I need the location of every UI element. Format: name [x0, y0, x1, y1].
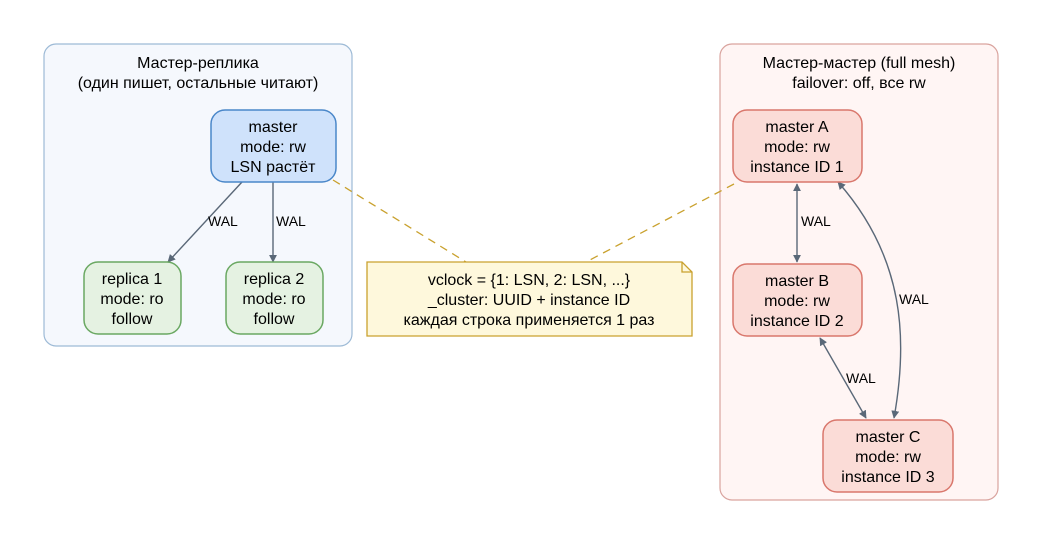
node-master-a-line1: master A: [765, 119, 828, 136]
node-replica-2-line1: replica 2: [244, 271, 305, 288]
vclock-note-fold: [681, 262, 692, 273]
node-master-b-line2: mode: rw: [764, 293, 830, 310]
edge-masterA-masterC: [837, 181, 902, 419]
cluster-master-replica-title-line2: (один пишет, остальные читают): [78, 75, 319, 92]
node-master-line3: LSN растёт: [231, 159, 317, 176]
node-master-a-line3: instance ID 1: [750, 159, 843, 176]
edge-masterA-masterC-label: WAL: [899, 291, 929, 307]
node-replica-2-line2: mode: ro: [242, 291, 305, 308]
note-connector-right: [585, 183, 735, 263]
edge-master-replica1: [167, 181, 243, 263]
node-master-b: master B mode: rw instance ID 2: [732, 263, 863, 337]
edge-masterB-masterC: [819, 337, 867, 419]
node-master-c-line1: master C: [856, 429, 921, 446]
node-master: master mode: rw LSN растёт: [210, 109, 337, 183]
node-replica-1-line3: follow: [112, 311, 153, 328]
cluster-master-master-title-line1: Мастер-мастер (full mesh): [763, 55, 956, 72]
note-connectors: [332, 179, 735, 263]
vclock-note: vclock = {1: LSN, 2: LSN, ...} _cluster:…: [366, 261, 693, 337]
cluster-master-replica-title-line1: Мастер-реплика: [137, 55, 259, 72]
vclock-note-line2: _cluster: UUID + instance ID: [427, 292, 630, 309]
node-master-box: [210, 109, 337, 183]
node-master-b-line3: instance ID 2: [750, 313, 843, 330]
vclock-note-line3: каждая строка применяется 1 раз: [404, 312, 655, 329]
cluster-master-master-title-line2: failover: off, все rw: [792, 75, 926, 92]
edge-master-replica1-label: WAL: [208, 213, 238, 229]
node-replica-2-line3: follow: [254, 311, 295, 328]
node-replica-1: replica 1 mode: ro follow: [83, 261, 182, 335]
node-replica-1-line2: mode: ro: [100, 291, 163, 308]
node-replica-1-box: [83, 261, 182, 335]
node-master-a-line2: mode: rw: [764, 139, 830, 156]
node-replica-1-line1: replica 1: [102, 271, 163, 288]
edge-masterB-masterC-label: WAL: [846, 370, 876, 386]
node-master-c-line3: instance ID 3: [841, 469, 934, 486]
node-master-c-box: [822, 419, 954, 493]
node-master-a-box: [732, 109, 863, 183]
edges: WAL WAL WAL WAL WAL: [167, 181, 929, 419]
node-master-line1: master: [249, 119, 299, 136]
edge-master-replica2-label: WAL: [276, 213, 306, 229]
node-master-b-box: [732, 263, 863, 337]
node-replica-2-box: [225, 261, 324, 335]
note-connector-left: [332, 179, 467, 263]
vclock-note-shape: [366, 261, 693, 337]
node-replica-2: replica 2 mode: ro follow: [225, 261, 324, 335]
edge-masterA-masterB-label: WAL: [801, 213, 831, 229]
node-master-a: master A mode: rw instance ID 1: [732, 109, 863, 183]
node-master-c: master C mode: rw instance ID 3: [822, 419, 954, 493]
node-master-line2: mode: rw: [240, 139, 306, 156]
node-master-b-line1: master B: [765, 273, 829, 290]
node-master-c-line2: mode: rw: [855, 449, 921, 466]
vclock-note-line1: vclock = {1: LSN, 2: LSN, ...}: [428, 272, 631, 289]
